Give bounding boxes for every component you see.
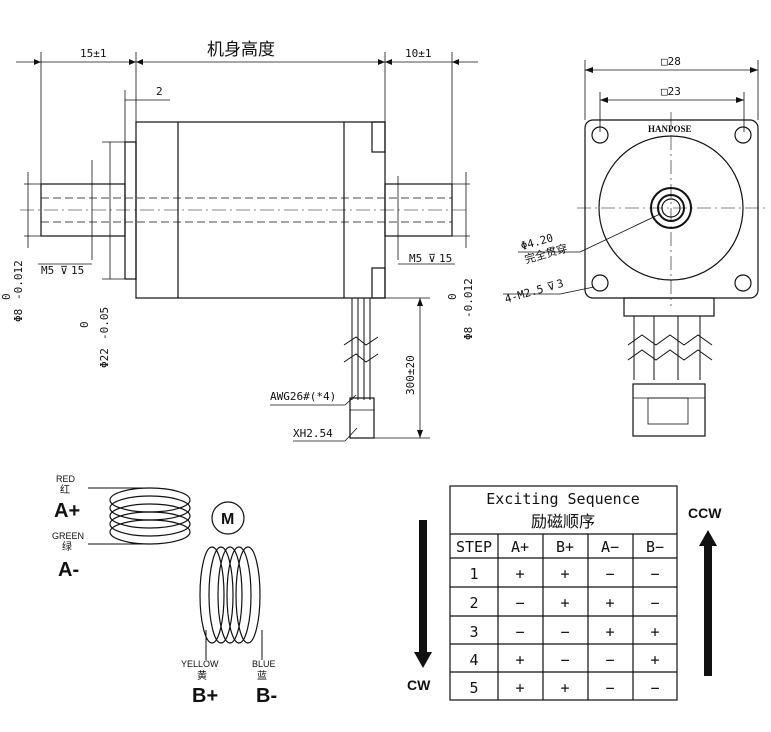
right-shaft-length: 10±1 [405,47,432,60]
table-cell: − [605,679,614,697]
b-minus-color-cn: 蓝 [257,670,267,682]
shaft-tol-right: -0.012 [462,278,475,318]
thread-left-depth-icon: ⊽ [60,264,68,277]
a-plus-color-en: RED [56,474,76,484]
thread-right: M5 [409,252,422,265]
sequence-title-cn: 励磁顺序 [531,512,595,531]
table-cell: + [650,623,659,641]
table-step-cell: 2 [469,594,478,612]
shaft-tol-left-top: 0 [0,293,13,300]
mount-depth-icon: ⊽ [546,279,557,294]
table-cell: + [515,679,524,697]
body-length-label: 机身高度 [207,40,275,60]
side-view [16,52,478,442]
wire-spec: AWG26#(*4) [270,390,336,403]
pilot-tol: -0.05 [98,307,111,340]
b-minus-label: B- [256,685,277,707]
table-header: B+ [556,538,574,556]
thread-right-depth: 15 [439,252,452,265]
shaft-dia-left: Φ8 [12,309,25,322]
shaft-tol-right-top: 0 [446,293,459,300]
table-cell: − [515,594,524,612]
brand-label: HANPOSE [648,124,692,134]
thread-right-depth-icon: ⊽ [428,252,436,265]
ccw-arrow-icon [699,530,717,676]
pilot-tol-top: 0 [78,321,91,328]
a-minus-color-cn: 绿 [62,540,72,553]
thread-left: M5 [41,264,54,277]
table-header: STEP [456,538,492,556]
table-cell: − [560,651,569,669]
b-plus-color-cn: 黄 [197,669,207,682]
table-cell: − [650,679,659,697]
table-cell: + [605,594,614,612]
table-cell: + [560,594,569,612]
table-step-cell: 3 [469,623,478,641]
b-minus-color-en: BLUE [252,659,276,669]
thread-left-depth: 15 [71,264,84,277]
a-plus-color-cn: 红 [60,483,70,496]
table-cell: − [650,594,659,612]
front-view [503,60,766,437]
b-plus-label: B+ [192,685,218,707]
table-cell: − [605,651,614,669]
table-header: A+ [511,538,529,556]
table-step-cell: 5 [469,679,478,697]
a-minus-color-en: GREEN [52,531,84,541]
pilot-dia: Φ22 [98,348,111,368]
hole-spacing: □23 [661,85,681,98]
motor-symbol: M [221,511,234,528]
table-cell: + [560,679,569,697]
table-cell: + [515,565,524,583]
cw-label: CW [407,677,431,693]
step-dimension: 2 [156,85,163,98]
table-step-cell: 4 [469,651,478,669]
connector-spec: XH2.54 [293,427,333,440]
left-shaft-length: 15±1 [80,47,107,60]
table-step-cell: 1 [469,565,478,583]
mount-depth: 3 [555,277,565,291]
cw-arrow-icon [414,520,432,668]
sequence-cells: STEP A+ B+ A− B− 1 + + − − 2 − + + − 3 − − + +4 + − − +5 + + − − [456,538,664,697]
table-cell: + [560,565,569,583]
shaft-tol-left: -0.012 [12,260,25,300]
table-cell: − [515,623,524,641]
sequence-title-en: Exciting Sequence [486,490,640,508]
outer-size: □28 [661,55,681,68]
sequence-table [449,485,678,701]
table-cell: + [515,651,524,669]
mount-holes: 4-M2.5 [503,282,545,305]
b-plus-color-en: YELLOW [181,659,219,669]
a-plus-label: A+ [54,500,80,522]
wiring-diagram [88,487,263,660]
lead-length: 300±20 [404,355,417,395]
shaft-dia-right: Φ8 [462,327,475,340]
table-cell: − [605,565,614,583]
table-cell: − [560,623,569,641]
ccw-label: CCW [688,505,722,521]
table-header: B− [646,538,664,556]
table-cell: − [650,565,659,583]
table-cell: + [605,623,614,641]
table-cell: + [650,651,659,669]
table-header: A− [601,538,619,556]
a-minus-label: A- [58,559,79,581]
